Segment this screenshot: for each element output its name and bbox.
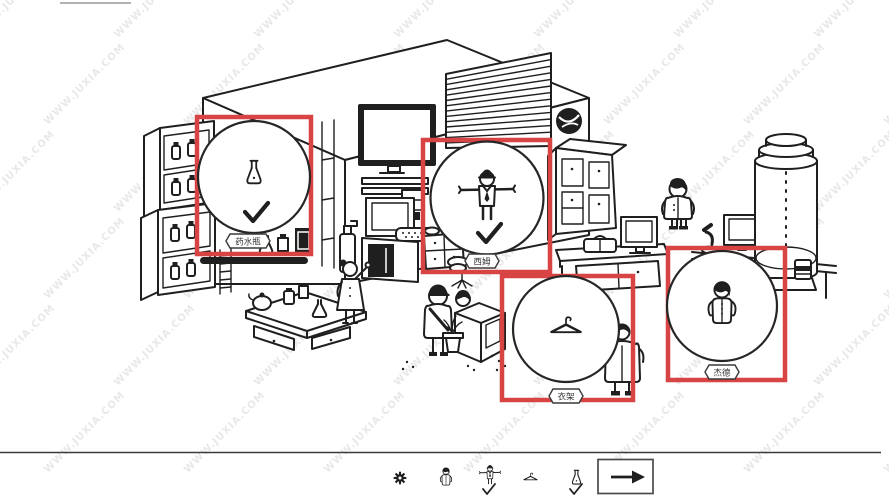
item-label: 杰德 <box>704 364 740 380</box>
work-bench <box>245 283 367 351</box>
highlight-box <box>420 137 553 275</box>
person-icon <box>439 467 453 486</box>
highlight-box <box>194 114 314 257</box>
item-label: 药水瓶 <box>225 233 271 249</box>
woman-figure <box>336 259 372 324</box>
four-door-cabinet <box>547 138 627 241</box>
item-label: 西姆 <box>464 253 500 269</box>
left-cabinets <box>140 120 216 301</box>
second-head <box>455 290 471 307</box>
next-button[interactable] <box>597 458 654 495</box>
desk-monitor <box>620 216 658 254</box>
plant-pot <box>442 315 464 353</box>
found-checkmark <box>569 483 583 495</box>
shutter-wall <box>445 52 552 149</box>
gear-icon[interactable] <box>391 469 409 487</box>
porthole <box>556 108 582 134</box>
svg-text:药水瓶: 药水瓶 <box>235 237 261 248</box>
toolbar-target-hanger[interactable] <box>522 472 539 481</box>
svg-text:杰德: 杰德 <box>713 368 731 379</box>
bench-items <box>248 283 328 318</box>
highlight-sim[interactable]: 西姆 <box>420 137 553 275</box>
toolbar-target-potion-bottle[interactable] <box>569 469 583 495</box>
svg-text:西姆: 西姆 <box>473 257 491 268</box>
control-console <box>361 189 465 283</box>
scarecrow-icon <box>479 464 501 485</box>
found-checkmark <box>475 221 504 245</box>
flask-icon <box>571 469 582 485</box>
highlight-clothes-hanger[interactable]: 衣架 <box>499 273 636 404</box>
office-chair-base <box>451 271 473 289</box>
cup <box>794 259 812 280</box>
wall-frame <box>321 119 335 269</box>
scientist-figure <box>661 178 695 230</box>
toolbar <box>0 451 881 495</box>
highlight-jade[interactable]: 杰德 <box>665 245 788 383</box>
briefcase <box>583 235 617 253</box>
highlight-potion-bottle[interactable]: 药水瓶 <box>194 114 314 257</box>
speckles <box>401 354 507 372</box>
right-arrow-icon <box>611 470 645 484</box>
svg-text:衣架: 衣架 <box>557 392 575 403</box>
hanger-icon <box>522 472 539 481</box>
tv-screen <box>358 104 436 195</box>
found-checkmark <box>242 200 271 224</box>
cabinet-bottles <box>170 139 197 280</box>
toolbar-target-sim[interactable] <box>479 464 501 495</box>
found-checkmark <box>482 483 496 495</box>
crate <box>454 302 506 363</box>
toolbar-target-jade[interactable] <box>439 467 453 486</box>
item-label: 衣架 <box>548 388 584 404</box>
